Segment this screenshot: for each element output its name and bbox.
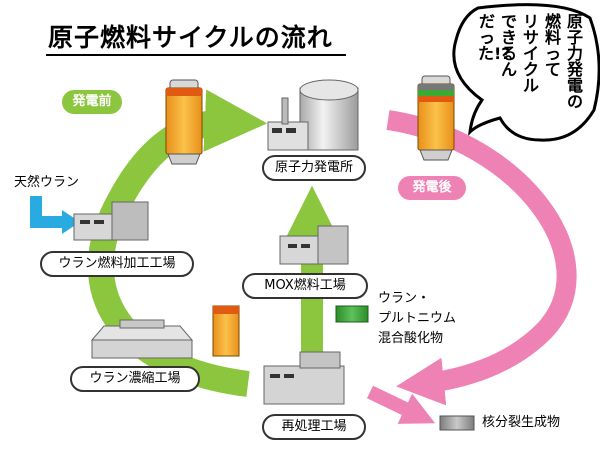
reprocessing-plant-icon [263, 351, 345, 405]
mox-fuel-plant-icon [279, 225, 349, 265]
mixed-oxide-label-line2: プルトニウム [378, 311, 457, 326]
natural-uranium-label: 天然ウラン [14, 175, 80, 190]
uranium-enrichment-plant-label: ウラン濃縮工場 [70, 366, 200, 392]
reprocessing-plant-label: 再処理工場 [262, 414, 366, 440]
bubble-column-2: 燃料って [544, 12, 561, 79]
mixed-oxide-label-line3: 混合酸化物 [378, 331, 444, 346]
mixed-oxide-swatch [335, 305, 369, 323]
uranium-fuel-plant-label: ウラン燃料加工工場 [40, 251, 194, 277]
fission-products-swatch [439, 415, 475, 431]
bubble-column-1: 原子力発電の [566, 12, 583, 111]
fresh-fuel-rod-icon [165, 79, 203, 165]
pink-cycle-arrow [386, 110, 577, 406]
fission-products-label: 核分裂生成物 [482, 415, 561, 430]
fuel-fabrication-plant-icon [73, 201, 149, 241]
bubble-column-3: リサイクル [522, 12, 539, 95]
mox-fuel-plant-label: MOX燃料工場 [242, 273, 368, 299]
fission-products-arrow [366, 385, 436, 424]
mixed-oxide-label-line1: ウラン・ [378, 291, 431, 306]
bubble-column-5: だった!? [478, 12, 511, 63]
natural-uranium-arrow [30, 196, 64, 228]
before-generation-badge: 発電前 [62, 90, 122, 114]
enrichment-plant-icon [90, 319, 194, 359]
spent-fuel-rod-icon [417, 75, 455, 161]
nuclear-power-plant-label: 原子力発電所 [262, 155, 366, 181]
recovered-uranium-icon [212, 305, 240, 357]
after-generation-badge: 発電後 [398, 176, 466, 200]
page-title: 原子燃料サイクルの流れ [48, 23, 333, 52]
nuclear-power-plant-icon [267, 79, 359, 151]
bubble-column-4: できるん [500, 12, 517, 79]
title-underline [46, 54, 346, 56]
speech-bubble [452, 3, 600, 142]
